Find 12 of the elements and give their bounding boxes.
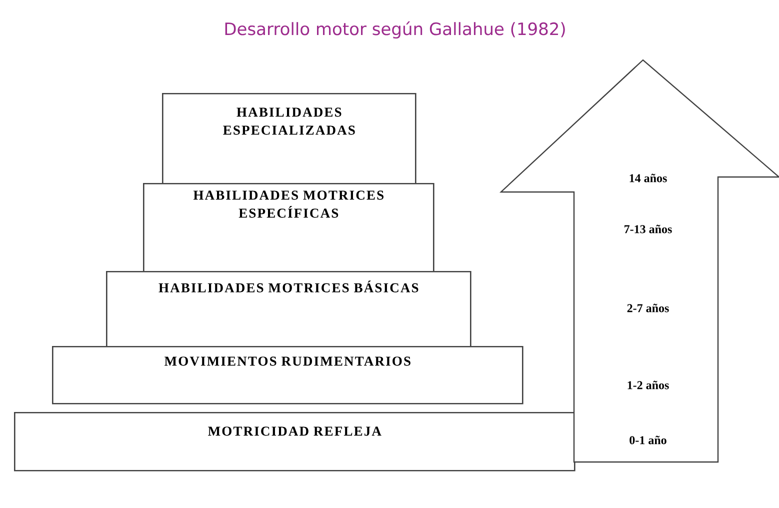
age-label: 7-13 años — [624, 224, 672, 234]
age-label: 2-7 años — [627, 304, 669, 312]
level-box: HABILIDADES MOTRICES BÁSICAS — [106, 271, 472, 350]
upward-arrow — [499, 59, 779, 463]
level-box: HABILIDADES ESPECIALIZADAS — [162, 93, 416, 192]
age-label: 14 años — [630, 174, 667, 182]
age-label: 0-1 año — [630, 436, 666, 444]
age-label: 1-2 años — [628, 380, 669, 390]
level-box: MOVIMIENTOS RUDIMENTARIOS — [52, 346, 524, 404]
level-box: HABILIDADES MOTRICES ESPECÍFICAS — [143, 183, 434, 272]
level-box: MOTRICIDAD REFLEJA — [14, 412, 576, 472]
title: Desarrollo motor según Gallahue (1982) — [225, 21, 565, 39]
